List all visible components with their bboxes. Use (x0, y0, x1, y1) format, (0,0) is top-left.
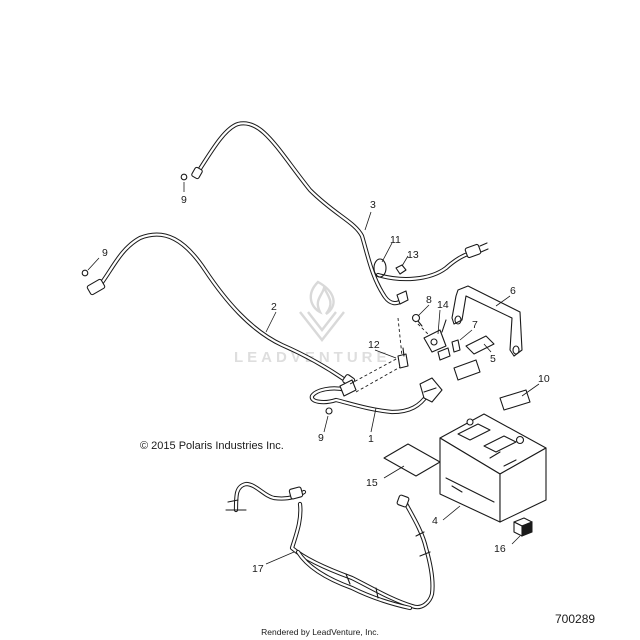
callout-16: 16 (494, 543, 506, 555)
assembly-lines (349, 317, 433, 393)
callout-9-bottom: 9 (318, 432, 324, 444)
rendered-by-credit: Rendered by LeadVenture, Inc. (261, 627, 379, 637)
callout-6: 6 (510, 285, 516, 297)
callout-9-top: 9 (181, 194, 187, 206)
leader-lines (87, 182, 540, 565)
bolt-part-8 (411, 313, 423, 327)
clamp-part-14 (423, 319, 451, 361)
callout-7: 7 (472, 319, 478, 331)
label-part-small (453, 359, 481, 381)
callout-15: 15 (366, 477, 378, 489)
callout-11: 11 (390, 234, 401, 246)
callout-8: 8 (426, 294, 432, 306)
callout-5: 5 (490, 353, 496, 365)
nut-part-13 (395, 264, 407, 275)
diagram-number: 700289 (555, 612, 596, 626)
callout-4: 4 (432, 515, 438, 527)
harness-part-17 (225, 481, 435, 611)
callout-12: 12 (368, 339, 380, 351)
callout-3: 3 (370, 199, 376, 211)
cable-part-3 (191, 121, 489, 306)
watermark-logo: LEADVENTURE (234, 280, 387, 366)
callout-13: 13 (407, 249, 419, 261)
callout-9-left: 9 (102, 247, 108, 259)
nut-part-9-top (180, 173, 188, 181)
copyright-notice: © 2015 Polaris Industries Inc. (140, 440, 284, 452)
bolt-part-12 (397, 347, 409, 369)
callout-10: 10 (538, 373, 550, 385)
pad-part-5 (465, 335, 495, 355)
nut-part-9-left (81, 269, 89, 277)
bracket-part-7 (451, 339, 461, 353)
battery-part-4 (439, 413, 547, 523)
callout-2: 2 (271, 301, 277, 313)
callouts: 1 2 3 4 5 6 7 8 9 9 9 10 11 12 13 14 15 … (102, 194, 550, 575)
nut-part-9-bottom (325, 407, 333, 415)
strap-part-6 (451, 285, 523, 357)
cable-part-1 (309, 377, 443, 415)
callout-1: 1 (368, 433, 374, 445)
cap-part-16 (513, 517, 533, 537)
callout-14: 14 (437, 299, 449, 311)
label-part-10 (499, 389, 531, 411)
label-part-15 (383, 443, 441, 477)
callout-17: 17 (252, 563, 264, 575)
